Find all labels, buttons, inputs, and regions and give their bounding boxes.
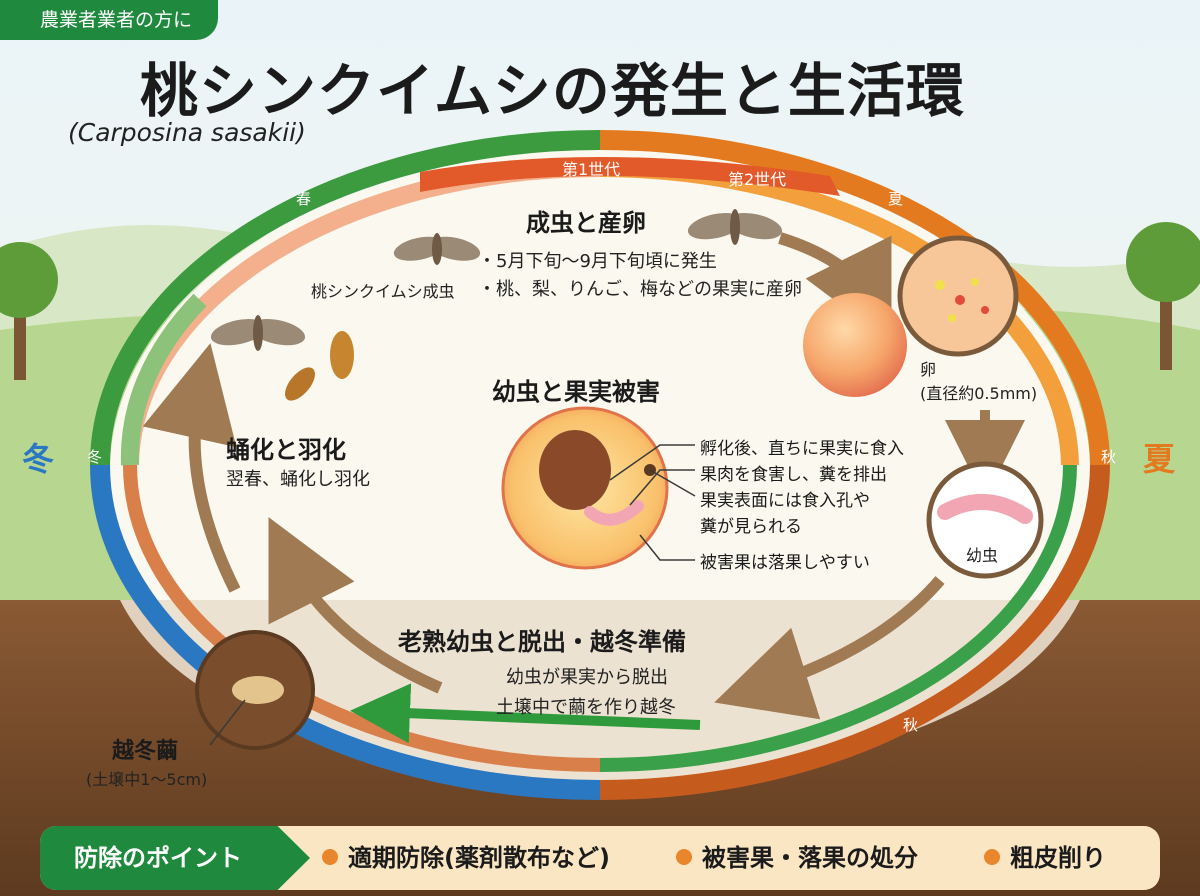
right-tree [1126, 222, 1200, 370]
control-point-3: 粗皮削り [984, 826, 1106, 890]
audience-badge: 農業者業者の方に [0, 0, 219, 40]
larva-callout-3: 果実表面には食入孔や [700, 491, 870, 511]
control-point-3-label: 粗皮削り [1010, 844, 1106, 872]
larva-callout-5: 被害果は落果しやすい [700, 553, 870, 573]
season-big-summer: 夏 [1143, 440, 1176, 478]
control-points-bar: 防除のポイント 適期防除(薬剤散布など) 被害果・落果の処分 粗皮削り [40, 826, 1160, 890]
moth-illustration-top [687, 209, 783, 245]
control-point-1: 適期防除(薬剤散布など) [322, 826, 610, 890]
bullet-dot-icon [984, 849, 1000, 865]
control-point-1-label: 適期防除(薬剤散布など) [348, 844, 610, 872]
egg-dot [948, 314, 956, 322]
egg-dot [971, 278, 979, 286]
egg-dot [955, 295, 965, 305]
egg-label: 卵 [920, 360, 937, 379]
callout-line [649, 469, 696, 497]
pupation-heading: 蛹化と羽化 [226, 436, 346, 464]
control-point-2: 被害果・落果の処分 [676, 826, 918, 890]
arrow-to-adult [142, 343, 241, 593]
mature-line-1: 幼虫が果実から脱出 [506, 667, 668, 688]
cocoon-leader [209, 699, 246, 746]
peach-illustration [803, 293, 907, 397]
season-label-autumn-right: 秋 [1101, 448, 1117, 466]
ring-autumn [599, 464, 1110, 800]
generation-2-label: 第2世代 [728, 170, 787, 189]
callout-line [639, 534, 695, 561]
callout-line [609, 444, 695, 481]
adult-heading: 成虫と産卵 [526, 209, 646, 237]
egg-size: (直径約0.5mm) [920, 384, 1038, 403]
control-point-2-label: 被害果・落果の処分 [702, 844, 918, 872]
season-label-winter: 冬 [87, 448, 103, 466]
bullet-dot-icon [322, 849, 338, 865]
cocoon-illustration [232, 676, 284, 704]
ring-summer [599, 130, 1110, 466]
pupation-text: 翌春、蛹化し羽化 [226, 469, 370, 490]
left-tree [0, 242, 58, 380]
mature-larva-heading: 老熟幼虫と脱出・越冬準備 [398, 628, 686, 656]
adult-bullet-2: ・桃、梨、りんご、梅などの果実に産卵 [478, 279, 802, 300]
larva-in-fruit [584, 500, 644, 526]
larva-illustration [937, 494, 1033, 524]
egg-dot [981, 306, 989, 314]
adult-bullet-1: ・5月下旬〜9月下旬頃に発生 [478, 251, 717, 272]
bullet-dot-icon [676, 849, 692, 865]
pupa-illustration-2 [285, 367, 315, 401]
season-big-winter: 冬 [22, 440, 55, 478]
arrow-to-soil [714, 576, 945, 720]
arrow-to-pupa [268, 517, 443, 694]
generation-1-label: 第1世代 [562, 160, 621, 179]
ring-spring [90, 130, 601, 466]
moth-illustration-pupation [210, 315, 306, 351]
larva-label: 幼虫 [966, 546, 999, 565]
scientific-name: (Carposina sasakii) [68, 118, 306, 147]
moth-illustration-left [393, 233, 481, 265]
adult-moth-label: 桃シンクイムシ成虫 [311, 282, 455, 301]
page-title: 桃シンクイムシの発生と生活環 [140, 57, 965, 125]
season-label-summer: 夏 [888, 190, 904, 208]
arrow-to-egg [778, 232, 892, 343]
cocoon-depth: (土壌中1〜5cm) [86, 770, 208, 789]
larva-callout-2: 果肉を食害し、糞を排出 [700, 465, 887, 485]
arrow-winter-green [350, 683, 701, 744]
cocoon-label: 越冬繭 [112, 739, 179, 764]
control-heading: 防除のポイント [40, 826, 310, 890]
larva-callout-4: 糞が見られる [700, 517, 802, 537]
season-label-spring: 春 [296, 190, 312, 208]
larva-callout-1: 孵化後、直ちに果実に食入 [700, 439, 904, 459]
larva-heading: 幼虫と果実被害 [492, 378, 660, 406]
larva-magnifier [926, 461, 1044, 579]
season-label-autumn-bottom: 秋 [903, 716, 919, 734]
egg-dot [935, 280, 945, 290]
ring-inner-autumn [599, 464, 1077, 772]
pupa-illustration [330, 331, 354, 379]
peach-pit [539, 430, 611, 510]
callout-line [629, 469, 695, 506]
mature-line-2: 土壌中で繭を作り越冬 [496, 697, 676, 718]
generation-banner [420, 156, 840, 196]
